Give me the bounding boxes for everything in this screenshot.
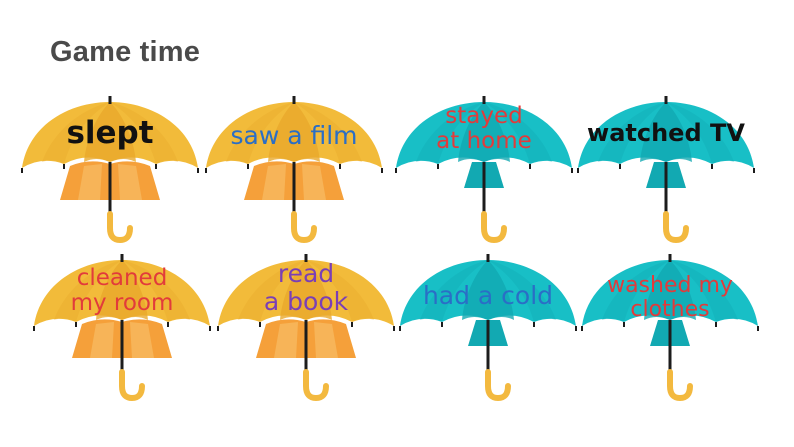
umbrella-label: slept [18,116,202,150]
umbrella-panel-left [54,260,122,322]
umbrella-panel [84,102,136,162]
umbrella-handle [485,369,511,402]
umbrella-label-line: at home [436,128,532,155]
umbrella-underside-stripe [274,322,298,358]
umbrella-handle [291,211,317,244]
umbrella-handle [107,211,133,244]
umbrella-underside-stripe [302,164,326,200]
umbrella-panel-left [598,102,666,164]
umbrella-underside-stripe [130,322,154,358]
umbrella-panel [96,260,148,320]
umbrella-panel-left [238,260,306,322]
umbrella-icon [205,96,383,244]
umbrella-label: had a cold [396,282,580,310]
umbrella-panel [462,260,514,320]
umbrella-card[interactable]: slept [18,96,202,246]
umbrella-panel-left [42,102,110,164]
umbrella-panel-left [420,260,488,322]
umbrella-icon [217,254,395,402]
umbrella-icon [399,254,577,402]
umbrella-icon [577,96,755,244]
umbrella-label-line: stayed [445,103,523,129]
umbrella-panel-right [666,102,734,164]
umbrella-label: saw a film [202,122,386,150]
umbrella-panel [268,102,320,162]
umbrella-card[interactable]: had a cold [396,254,580,404]
umbrella-icon [395,96,573,244]
umbrella-label-line: washed my [607,273,733,298]
umbrella-handle [481,211,507,244]
umbrella-panel-left [416,102,484,164]
umbrella-underside-stripe [78,164,102,200]
page-title: Game time [50,36,201,68]
umbrella-panel-left [226,102,294,164]
umbrella-underside-stripe [262,164,286,200]
umbrella-panel-right [670,260,738,322]
umbrella-panel-left [602,260,670,322]
umbrella-panel-right [484,102,552,164]
umbrella-panel-right [294,102,362,164]
umbrella-handle [663,211,689,244]
umbrella-panel [640,102,692,162]
umbrella-label-line: watched TV [587,119,745,147]
umbrella-panel-right [306,260,374,322]
umbrella-label: watched TV [574,119,758,147]
umbrella-label-line: cleaned [76,265,168,291]
umbrella-label-line: read [277,259,335,288]
umbrella-panel [644,260,696,320]
umbrella-label-line: saw a film [230,121,358,150]
umbrella-label-line: slept [66,115,154,151]
umbrella-icon [581,254,759,402]
umbrella-panel [280,260,332,320]
umbrella-handle [303,369,329,402]
umbrella-card[interactable]: saw a film [202,96,386,246]
umbrella-panel [458,102,510,162]
umbrella-panel-right [122,260,190,322]
umbrella-underside-stripe [118,164,142,200]
umbrella-label-line: clothes [630,297,710,323]
umbrella-label-line: my room [70,290,174,317]
umbrella-panel-right [488,260,556,322]
umbrella-handle [667,369,693,402]
umbrella-underside-stripe [90,322,114,358]
umbrella-panel-right [110,102,178,164]
umbrella-icon [21,96,199,244]
umbrella-label-line: had a cold [422,281,554,310]
umbrella-card[interactable]: watched TV [574,96,758,246]
umbrella-label-line: a book [263,286,349,316]
umbrella-underside-stripe [314,322,338,358]
umbrella-icon [33,254,211,402]
umbrella-handle [119,369,145,402]
